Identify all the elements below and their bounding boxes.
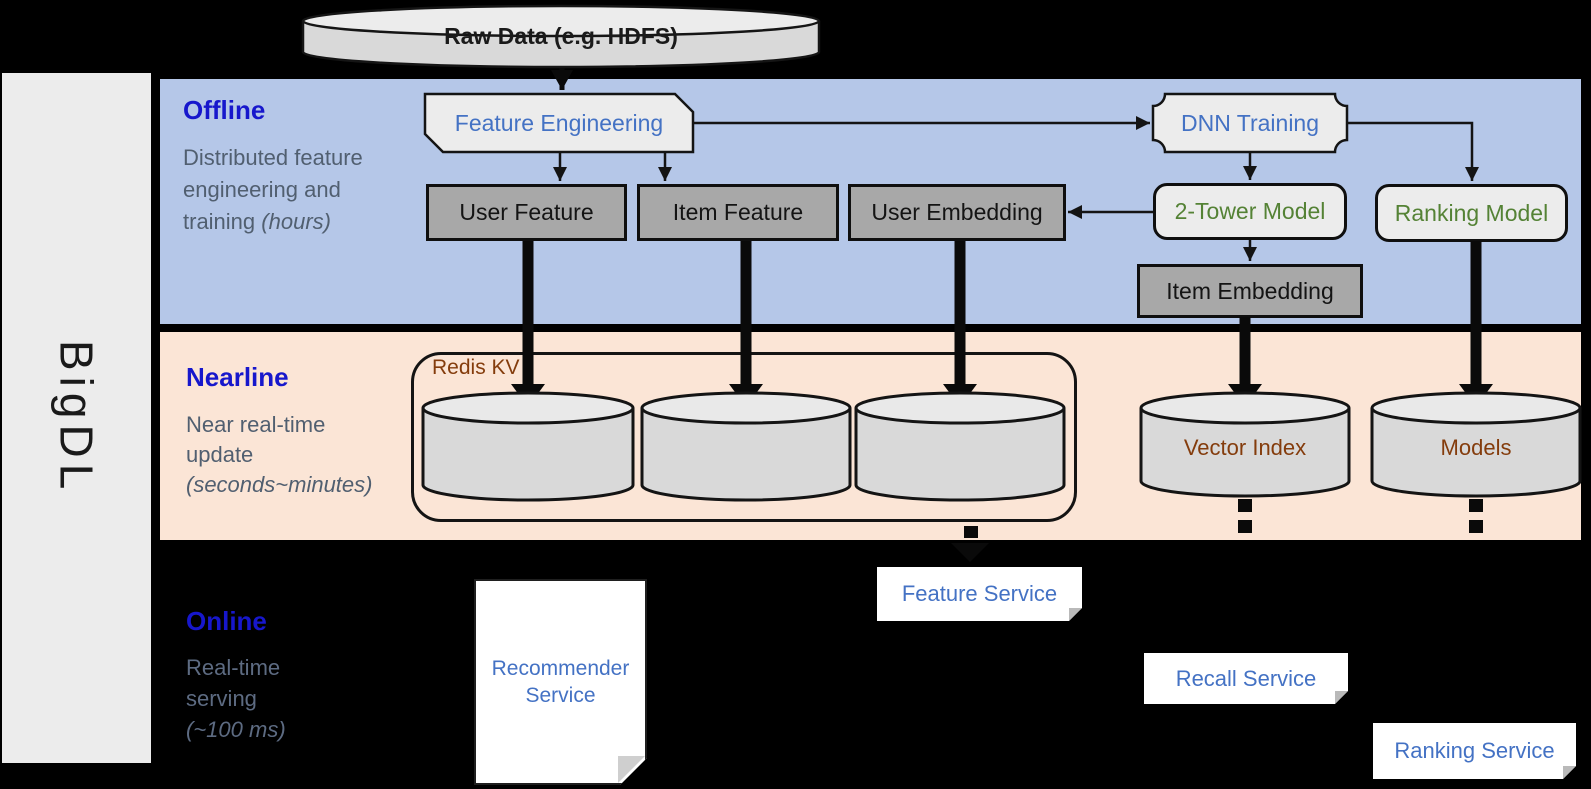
- dash-icon: [1238, 520, 1252, 533]
- dash-icon: [964, 526, 978, 538]
- online-subtitle: Real-time serving (~100 ms): [186, 652, 298, 745]
- dash-icon: [1469, 520, 1483, 533]
- online-subtitle-note: (~100 ms): [186, 717, 286, 742]
- thick-arrows: [511, 241, 1493, 407]
- bigdl-logo-text: BigDL: [50, 340, 103, 496]
- user-embedding-node: User Embedding: [848, 184, 1066, 241]
- feature-service-label: Feature Service: [901, 581, 1058, 606]
- user-feature-node: User Feature: [426, 184, 627, 241]
- feature-service-node: Feature Service: [877, 567, 1082, 621]
- vector-index-cylinder-icon: [1139, 391, 1351, 498]
- nearline-subtitle-text: Near real-time update: [186, 412, 326, 467]
- feature-engineering-label: Feature Engineering: [454, 109, 664, 136]
- recommender-service-node: Recommender Service: [474, 579, 647, 785]
- recall-service-label: Recall Service: [1175, 665, 1317, 691]
- offline-subtitle-text: Distributed feature engineering and trai…: [183, 145, 363, 234]
- dnn-training-label: DNN Training: [1180, 109, 1320, 136]
- bigdl-sidebar: BigDL: [2, 73, 151, 763]
- models-cylinder-icon: [1370, 391, 1582, 498]
- arrow-user-feature-to-kv: [522, 241, 534, 386]
- dash-icon: [1469, 499, 1483, 512]
- item-feature-node: Item Feature: [637, 184, 839, 241]
- nearline-subtitle-note: (seconds~minutes): [186, 472, 373, 497]
- item-embedding-node: Item Embedding: [1137, 264, 1363, 318]
- nearline-subtitle: Near real-time update (seconds~minutes): [186, 410, 372, 500]
- ranking-service-node: Ranking Service: [1373, 723, 1576, 779]
- ranking-model-node: Ranking Model: [1375, 184, 1568, 242]
- offline-subtitle: Distributed feature engineering and trai…: [183, 142, 378, 238]
- dnn-training-shape: [1151, 92, 1349, 154]
- offline-subtitle-note: (hours): [261, 209, 331, 234]
- ranking-service-label: Ranking Service: [1394, 738, 1555, 763]
- arrow-user-embedding-to-kv: [954, 241, 966, 386]
- kv-cylinder-icon: [421, 391, 635, 502]
- vector-index-label: Vector Index: [1183, 435, 1307, 460]
- recall-service-node: Recall Service: [1144, 653, 1348, 704]
- nearline-title: Nearline: [186, 362, 289, 392]
- two-tower-model-node: 2-Tower Model: [1153, 183, 1347, 240]
- redis-kv-label: Redis KV: [432, 356, 520, 379]
- feature-engineering-shape: [423, 92, 695, 154]
- online-title: Online: [186, 606, 267, 636]
- dash-icon: [1238, 499, 1252, 512]
- kv-cylinder-icon: [854, 391, 1066, 502]
- online-subtitle-text: Real-time serving: [186, 655, 281, 711]
- recommender-service-label: Recommender Service: [491, 657, 630, 707]
- arrow-item-embedding-to-vector-index: [1239, 317, 1251, 386]
- arrow-dnn-training-to-ranking-model: [1347, 121, 1479, 181]
- models-label: Models: [1440, 435, 1512, 460]
- raw-data-label: Raw Data (e.g. HDFS): [444, 22, 678, 49]
- offline-title: Offline: [183, 95, 266, 125]
- arrow-item-feature-to-kv: [740, 241, 752, 386]
- dashed-arrows: [951, 499, 1483, 562]
- raw-data-cylinder-icon: [301, 4, 821, 69]
- arrowhead-icon: [951, 543, 989, 562]
- kv-cylinder-icon: [640, 391, 852, 502]
- arrow-ranking-model-to-models: [1470, 241, 1482, 386]
